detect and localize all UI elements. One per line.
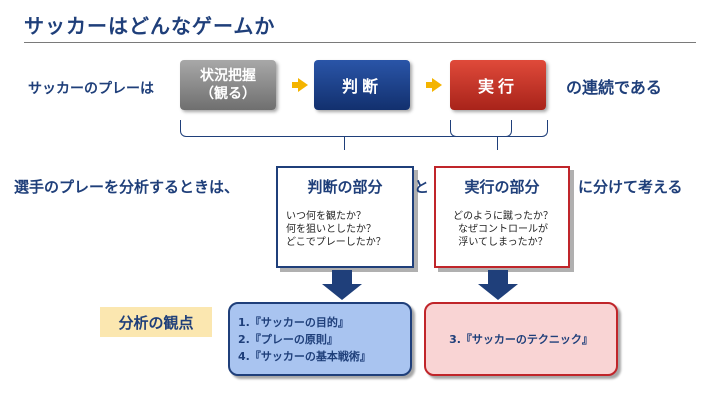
- step-situation-awareness: 状況把握 （観る）: [180, 60, 276, 110]
- execution-question: なぜコントロールが: [458, 224, 548, 235]
- viewpoint-item: 3.『サッカーのテクニック』: [449, 333, 593, 346]
- arrow-right-icon: [426, 78, 442, 92]
- brace-judgment-tip: [344, 136, 345, 150]
- judgment-viewpoints-box: 1.『サッカーの目的』 2.『プレーの原則』 4.『サッカーの基本戦術』: [228, 302, 412, 376]
- step-execution-label: 実行: [477, 77, 518, 96]
- step-judgment-label: 判断: [341, 77, 382, 96]
- analysis-outro-text: に分けて考える: [578, 178, 683, 196]
- viewpoint-item: 1.『サッカーの目的』: [238, 316, 349, 329]
- brace-execution: [450, 120, 548, 137]
- judgment-part-box: 判断の部分 いつ何を観たか？ 何を狙いとしたか？ どこでプレーしたか？: [276, 166, 414, 268]
- step-situation-line1: 状況把握: [200, 68, 256, 84]
- connector-text: と: [414, 178, 430, 196]
- play-sequence-label: サッカーのプレーは: [28, 81, 154, 97]
- viewpoint-item: 2.『プレーの原則』: [238, 333, 338, 346]
- play-sequence-suffix: の連続である: [566, 78, 662, 97]
- brace-judgment: [180, 120, 512, 137]
- execution-question: 浮いてしまったか？: [458, 237, 548, 248]
- brace-execution-tip: [497, 136, 498, 150]
- page-title: サッカーはどんなゲームか: [24, 14, 276, 38]
- step-situation-line2: （観る）: [200, 86, 256, 102]
- execution-part-questions: どのように蹴ったか？ なぜコントロールが 浮いてしまったか？: [444, 210, 562, 249]
- analysis-viewpoint-label: 分析の観点: [100, 307, 212, 337]
- viewpoint-item: 4.『サッカーの基本戦術』: [238, 350, 371, 363]
- analysis-intro-text: 選手のプレーを分析するときは、: [14, 178, 240, 196]
- title-divider: [24, 42, 696, 43]
- judgment-part-questions: いつ何を観たか？ 何を狙いとしたか？ どこでプレーしたか？: [286, 210, 406, 249]
- judgment-question: どこでプレーしたか？: [286, 237, 386, 248]
- execution-part-title: 実行の部分: [464, 178, 540, 196]
- step-judgment: 判断: [314, 60, 410, 110]
- step-execution: 実行: [450, 60, 546, 110]
- execution-viewpoints-box: 3.『サッカーのテクニック』: [424, 302, 618, 376]
- judgment-question: いつ何を観たか？: [286, 211, 366, 222]
- execution-part-box: 実行の部分 どのように蹴ったか？ なぜコントロールが 浮いてしまったか？: [434, 166, 570, 268]
- execution-question: どのように蹴ったか？: [453, 211, 553, 222]
- judgment-question: 何を狙いとしたか？: [286, 224, 376, 235]
- arrow-down-icon: [322, 270, 362, 300]
- arrow-right-icon: [292, 78, 308, 92]
- judgment-part-title: 判断の部分: [307, 178, 383, 196]
- arrow-down-icon: [478, 270, 518, 300]
